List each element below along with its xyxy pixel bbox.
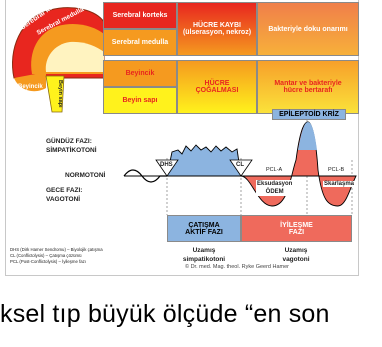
- bottom-text: ksel tıp büyük ölçüde “en son: [0, 300, 330, 328]
- legend-dhs: DHS (Dirk Hamer Sendromu) – Biyolojik ça…: [10, 247, 103, 252]
- cl-triangle: [229, 159, 253, 177]
- row1-mid-cell: HÜCRE KAYBI (ülserasyon, nekroz): [177, 2, 257, 56]
- dhs-triangle: [155, 159, 179, 177]
- conflict-area: [166, 144, 242, 177]
- copyright-text: © Dr. med. Mag. theol. Ryke Geerd Hamer: [185, 264, 290, 270]
- brain-beyin-sapi-label: Beyin sapı: [57, 80, 63, 108]
- row2-left-cell: Serebral medulla: [103, 29, 177, 56]
- conflict-sub-label: Uzamış simpatikotoni: [182, 247, 226, 263]
- normal-wave: [123, 169, 167, 183]
- brain-illustration: [12, 7, 105, 113]
- conflict-phase-box: ÇATIŞMA AKTİF FAZI: [167, 215, 241, 242]
- healing-phase-box: İYİLEŞME FAZI: [241, 215, 352, 242]
- legend-cl: CL (Conflictolysis) – Çatışma çözümü: [10, 253, 82, 258]
- dhs-label: DHS: [160, 162, 173, 168]
- legend-pcl: PCL (Post-Conflictolysis) – İyileşme faz…: [10, 259, 87, 264]
- row3-right-cell: Mantar ve bakteriyle hücre bertarafı: [257, 60, 359, 114]
- row3-left-cell: Beyincik: [103, 60, 177, 87]
- row1-right-cell: Bakteriyle doku onarımı: [257, 2, 359, 56]
- row4-left-cell: Beyin sapı: [103, 87, 177, 114]
- pcla-label: PCL-A: [266, 167, 283, 173]
- exudation-label: Eksudasyon ÖDEM: [256, 180, 294, 196]
- pclb-label: PCL-B: [328, 167, 345, 173]
- scarring-label: Skarlaşma: [323, 181, 356, 187]
- night-phase-label: GECE FAZI: VAGOTONİ: [46, 187, 83, 203]
- row3-mid-cell: HÜCRE ÇOĞALMASI: [177, 60, 257, 114]
- brain-beyincik-label: Beyincik: [18, 84, 43, 90]
- day-phase-label: GÜNDÜZ FAZI: SİMPATİKOTONİ: [46, 138, 97, 154]
- epileptoid-crisis-box: EPİLEPTOİD KRİZ: [272, 109, 346, 120]
- crisis-peak: [298, 122, 317, 150]
- healing-sub-label: Uzamış vagotoni: [282, 247, 310, 263]
- legend: DHS (Dirk Hamer Sendromu) – Biyolojik ça…: [10, 247, 103, 265]
- cl-label: CL: [236, 162, 244, 168]
- diagram-frame: Serebral korteks Serebral medulla Beyinc…: [5, 0, 359, 276]
- row1-left-cell: Serebral korteks: [103, 2, 177, 29]
- normotonia-label: NORMOTONİ: [65, 172, 106, 179]
